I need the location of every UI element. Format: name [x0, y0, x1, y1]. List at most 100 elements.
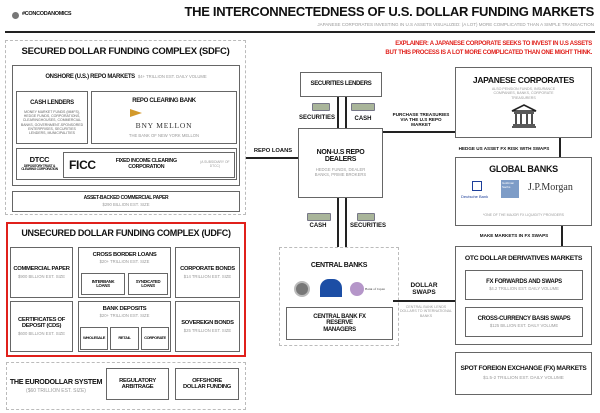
- arrow-cash-up: [345, 97, 347, 128]
- ficc-note: (A SUBSIDIARY OF DTCC): [200, 160, 230, 168]
- cash-lenders-desc: MONEY MARKET FUNDS (MMFS), HEDGE FUNDS, …: [20, 110, 84, 136]
- arrow-hedge: [559, 138, 561, 157]
- cp-size: $900 BILLION EST. SIZE: [17, 274, 65, 280]
- eurodollar-title: THE EURODOLLAR SYSTEM: [9, 377, 103, 387]
- corporate-deposits-box: CORPORATE: [141, 327, 169, 350]
- money-icon: [357, 213, 375, 221]
- fxf-title: FX FORWARDS AND SWAPS: [486, 278, 562, 285]
- federal-reserve-seal-icon: [294, 281, 310, 297]
- ecb-logo-icon: [320, 279, 342, 297]
- label-make-markets: MAKE MARKETS IN FX SWAPS: [479, 233, 549, 238]
- explainer-line-1: EXPLAINER: A JAPANESE CORPORATE SEEKS TO…: [395, 41, 592, 47]
- eurodollar-size: ($60 TRILLION EST. SIZE): [26, 387, 86, 394]
- page-subtitle: JAPANESE CORPORATES INVESTING IN U.S ASS…: [317, 22, 594, 27]
- interbank-loans-box: INTERBANK LOANS: [81, 273, 125, 295]
- spot-fx-box: SPOT FOREIGN EXCHANGE (FX) MARKETS $1.5-…: [455, 352, 592, 395]
- sov-title: SOVEREIGN BONDS: [181, 319, 234, 326]
- cbl-title: CROSS BORDER LOANS: [92, 252, 157, 258]
- commercial-paper-box: COMMERCIAL PAPER $900 BILLION EST. SIZE: [10, 247, 73, 298]
- abcp-size: $290 BILLION EST. SIZE: [102, 202, 150, 208]
- label-hedge: HEDGE US ASSET FX RISK WITH SWAPS: [458, 146, 550, 151]
- bny-mellon-logo: BNY MELLON: [135, 121, 193, 131]
- logo-icon: [12, 12, 19, 19]
- label-securities-bottom: SECURITIES: [349, 223, 386, 229]
- bny-logo-icon: [130, 109, 142, 117]
- ficc-fullname: FIXED INCOME CLEARING CORPORATION: [115, 158, 177, 170]
- swaps-note: CENTRAL BANK LENDS DOLLARS TO INTERNATIO…: [399, 305, 453, 318]
- arrow-securities-up: [345, 198, 347, 247]
- fxf-volume: $4.2 TRILLION EST. DAILY VOLUME: [489, 286, 559, 292]
- gb-title: GLOBAL BANKS: [489, 164, 558, 174]
- eurodollar-panel: [6, 362, 246, 410]
- label-cash-top: CASH: [354, 116, 372, 122]
- page-title: THE INTERCONNECTEDNESS OF U.S. DOLLAR FU…: [184, 4, 595, 19]
- otc-title: OTC DOLLAR DERIVATIVES MARKETS: [464, 255, 583, 262]
- ccbs-title: CROSS-CURRENCY BASIS SWAPS: [477, 315, 571, 322]
- arrow-dollar-swaps: [393, 300, 460, 302]
- jpmorgan-logo: J.P.Morgan: [528, 182, 573, 193]
- dtcc-logo: DTCC: [29, 155, 50, 165]
- cds-title: CERTIFICATES OF DEPOSIT (CDs): [18, 316, 65, 329]
- corporate-bonds-box: CORPORATE BONDS $14 TRILLION EST. SIZE: [175, 247, 240, 298]
- sov-size: $25 TRILLION EST. SIZE: [183, 328, 232, 334]
- corp-bonds-title: CORPORATE BONDS: [180, 265, 235, 272]
- gb-note: *ONE OF THE MAJOR FX LIQUIDITY PROVIDERS: [483, 213, 564, 217]
- cash-lenders-box: CASH LENDERS MONEY MARKET FUNDS (MMFS), …: [16, 91, 88, 144]
- bny-subtitle: THE BANK OF NEW YORK MELLON: [128, 133, 200, 139]
- abcp-box: ASSET-BACKED COMMERCIAL PAPER $290 BILLI…: [12, 191, 240, 212]
- regulatory-arbitrage-box: REGULATORY ARBITRAGE: [106, 368, 169, 400]
- onshore-volume: $4+ TRILLION EST. DAILY VOLUME: [137, 74, 207, 79]
- arrow-purchase-treasuries: [383, 131, 455, 133]
- ficc-logo: FICC: [69, 157, 96, 172]
- spot-title: SPOT FOREIGN EXCHANGE (FX) MARKETS: [460, 365, 587, 373]
- deposits-title: BANK DEPOSITS: [102, 306, 147, 312]
- boj-seal-icon: [350, 282, 364, 296]
- money-icon: [312, 103, 330, 111]
- sovereign-bonds-box: SOVEREIGN BONDS $25 TRILLION EST. SIZE: [175, 301, 240, 352]
- goldman-sachs-logo: Goldman Sachs: [501, 180, 519, 198]
- fx-forwards-box: FX FORWARDS AND SWAPS $4.2 TRILLION EST.…: [465, 270, 583, 300]
- arrow-make-markets: [561, 226, 563, 246]
- arrow-securities-down: [337, 97, 339, 128]
- arrow-repo-loans: [246, 157, 298, 159]
- retail-box: RETAIL: [110, 327, 139, 350]
- udfc-panel: [6, 222, 246, 357]
- cds-size: $600 BILLION EST. SIZE: [17, 331, 65, 337]
- dealers-title: NON-U.S REPO DEALERS: [316, 149, 365, 164]
- onshore-title: ONSHORE (U.S.) REPO MARKETS: [45, 74, 135, 80]
- boj-label: Bank of Japan: [365, 287, 386, 291]
- label-securities-top: SECURITIES: [298, 115, 335, 121]
- jp-title: JAPANESE CORPORATES: [472, 75, 575, 85]
- building-icon: [511, 103, 536, 128]
- central-banks-panel: [279, 247, 399, 346]
- ccbs-volume: $125 BILLION EST. DAILY VOLUME: [489, 323, 559, 329]
- dealers-desc: HEDGE FUNDS, DEALER BANKS, PRIME BROKERS: [314, 166, 367, 177]
- sdfc-title: SECURED DOLLAR FUNDING COMPLEX (SDFC): [21, 46, 230, 57]
- money-icon: [351, 103, 375, 111]
- cbl-size: $20+ TRILLION EST. SIZE: [99, 259, 150, 265]
- cds-box: CERTIFICATES OF DEPOSIT (CDs) $600 BILLI…: [10, 301, 73, 352]
- corp-bonds-size: $14 TRILLION EST. SIZE: [183, 274, 232, 280]
- header-divider: [5, 31, 595, 33]
- eurodollar-label-group: THE EURODOLLAR SYSTEM ($60 TRILLION EST.…: [8, 365, 104, 407]
- spot-volume: $1.5-2 TRILLION EST. DAILY VOLUME: [483, 375, 564, 381]
- repo-clearing-title: REPO CLEARING BANK: [132, 98, 196, 104]
- cp-title: COMMERCIAL PAPER: [13, 265, 70, 272]
- sdfc-panel: [5, 40, 246, 215]
- central-banks-title: CENTRAL BANKS: [310, 262, 368, 269]
- global-banks-box: GLOBAL BANKS Deutsche Bank Goldman Sachs…: [455, 157, 592, 226]
- securities-lenders-box: SECURITIES LENDERS: [300, 72, 382, 97]
- deutsche-bank-label: Deutsche Bank: [461, 194, 489, 199]
- repo-clearing-box: REPO CLEARING BANK BNY MELLON THE BANK O…: [91, 91, 237, 144]
- ccbs-box: CROSS-CURRENCY BASIS SWAPS $125 BILLION …: [465, 307, 583, 337]
- offshore-funding-box: OFFSHORE DOLLAR FUNDING: [175, 368, 239, 400]
- japanese-corporates-box: JAPANESE CORPORATES ALSO PENSION FUNDS, …: [455, 67, 592, 138]
- wholesale-box: WHOLESALE: [80, 327, 108, 350]
- ficc-box: FICC FIXED INCOME CLEARING CORPORATION (…: [63, 152, 235, 178]
- label-cash-bottom: CASH: [309, 223, 327, 229]
- syndicated-loans-box: SYNDICATED LOANS: [128, 273, 168, 295]
- jp-desc: ALSO PENSION FUNDS, INSURANCE COMPANIES,…: [491, 86, 556, 100]
- abcp-title: ASSET-BACKED COMMERCIAL PAPER: [83, 194, 169, 201]
- cash-lenders-title: CASH LENDERS: [30, 99, 74, 106]
- money-icon: [307, 213, 331, 221]
